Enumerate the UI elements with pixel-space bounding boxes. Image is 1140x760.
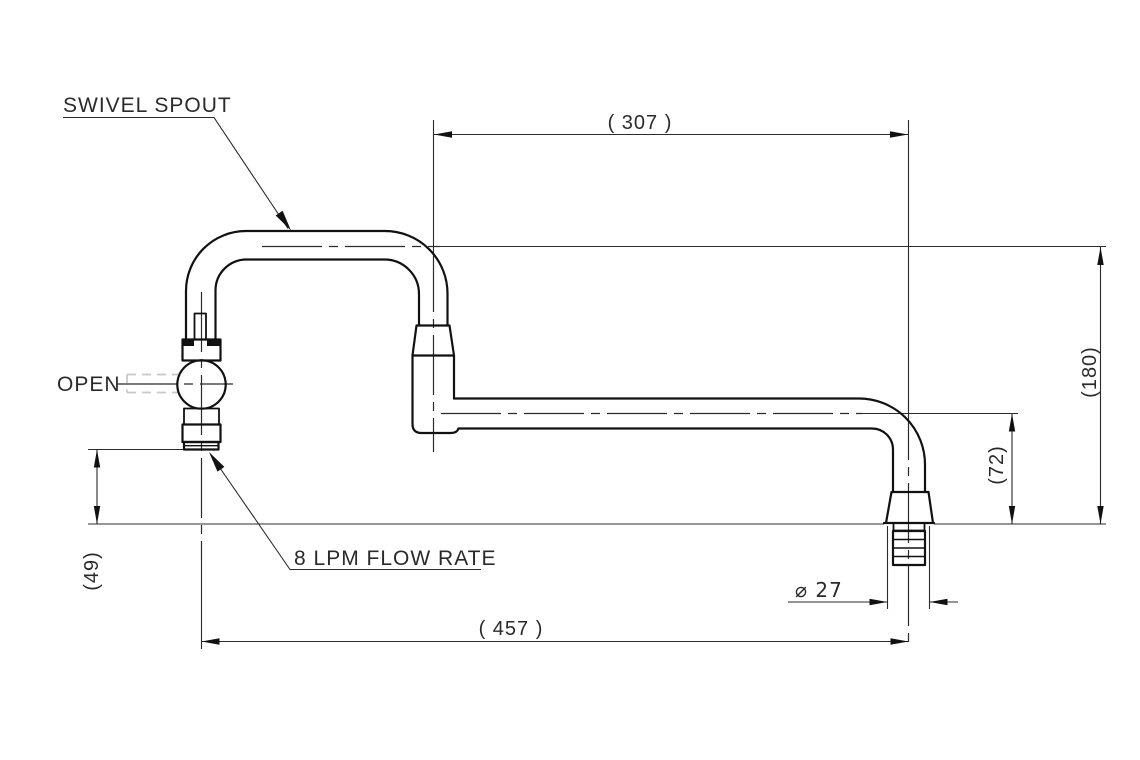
arrow-49-top [93, 449, 101, 468]
elbow-collar [411, 324, 456, 357]
leader-arrowheads [209, 210, 291, 472]
dim-text-72: (72) [986, 445, 1008, 485]
leader-flow-rate [210, 454, 481, 571]
faucet-body [176, 229, 936, 567]
arrow-307-right [890, 131, 908, 138]
arrow-leader-flow [209, 452, 225, 472]
leader-lines [63, 116, 481, 571]
arrow-dia27-right [929, 598, 948, 606]
arrow-307-left [434, 131, 452, 138]
spout-inner-profile [214, 258, 421, 341]
label-swivel-spout: SWIVEL SPOUT [63, 94, 232, 117]
label-flow-rate: 8 LPM FLOW RATE [294, 547, 496, 570]
valve-stem [193, 312, 207, 340]
outlet-cone [882, 490, 936, 525]
extension-lines [88, 120, 1106, 649]
dim-text-307: ( 307 ) [608, 112, 673, 134]
elbow-body [411, 354, 460, 435]
arrow-49-bottom [93, 506, 101, 524]
arrow-457-right [890, 638, 909, 645]
arrow-180-top [1097, 247, 1104, 265]
centerlines [117, 245, 910, 649]
arrow-72-top [1008, 413, 1016, 432]
arrow-72-bottom [1008, 506, 1016, 524]
arm-inner-profile [457, 427, 895, 494]
valve-shoulder-right [207, 340, 220, 346]
arrow-dia27-left [869, 598, 888, 606]
aerator-ribs [892, 538, 926, 558]
dim-text-49: (49) [81, 551, 103, 591]
arrowheads [93, 131, 1104, 645]
dim-text-180: (180) [1079, 346, 1101, 398]
annotations: SWIVEL SPOUT OPEN 8 LPM FLOW RATE ( 307 … [57, 94, 1101, 640]
label-open: OPEN [57, 373, 121, 396]
valve-shoulder-left [183, 340, 194, 346]
dim-text-diameter-27: ⌀ 27 [795, 578, 843, 602]
phantom-handle-open [126, 373, 178, 394]
spout-outer-profile [184, 229, 449, 341]
leader-swivel-spout [63, 116, 289, 229]
arm-outer-profile [452, 397, 927, 494]
arrow-180-bottom [1097, 506, 1104, 524]
valve-shoulder-fills [183, 340, 220, 346]
arrow-457-left [201, 638, 220, 645]
dimension-lines [96, 133, 1102, 643]
dim-text-457: ( 457 ) [479, 618, 544, 640]
arrow-leader-swivel [275, 210, 291, 231]
